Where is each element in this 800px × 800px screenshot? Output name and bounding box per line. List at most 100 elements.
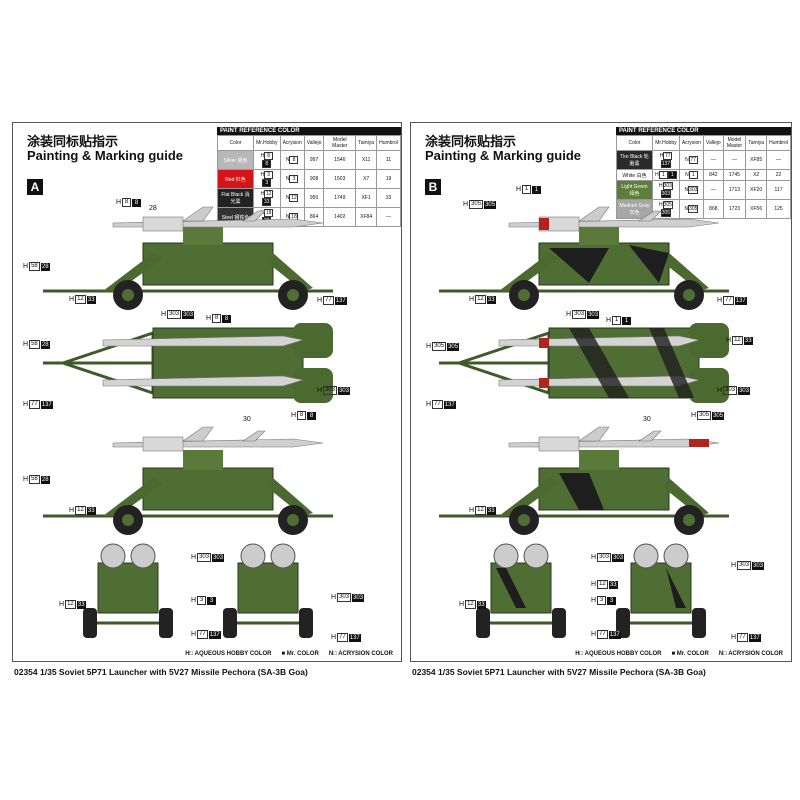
aqueous-code: 77 (197, 630, 208, 639)
mr-color-code: 137 (208, 630, 221, 639)
aqueous-code: 303 (572, 310, 587, 319)
mr-hobby-code: H305305 (652, 199, 680, 219)
aqueous-code: 77 (29, 400, 40, 409)
mr-color-code: 305 (484, 200, 497, 209)
aqueous-code: 77 (432, 400, 443, 409)
mr-color-code: 137 (40, 400, 53, 409)
aqueous-code: 77 (337, 633, 348, 642)
mr-color-code: 1 (532, 185, 542, 194)
mr-color-code: 137 (443, 400, 456, 409)
scheme-badge: A (27, 179, 43, 195)
aqueous-code: 12 (597, 580, 608, 589)
painting-guide-b: 涂装同标贴指示 Painting & Marking guide B PAINT… (410, 122, 792, 662)
humbrol-code: — (376, 207, 401, 227)
aqueous-code: 303 (323, 386, 338, 395)
aqueous-code: 77 (723, 296, 734, 305)
part-number: 30 (643, 416, 651, 423)
mr-color-code: 28 (40, 340, 50, 349)
aqueous-code: 303 (597, 553, 612, 562)
mr-color-code: 137 (734, 296, 747, 305)
mr-color-code: 303 (752, 561, 765, 570)
aqueous-code: 303 (197, 553, 212, 562)
mr-color-code: 305 (712, 411, 725, 420)
mr-color-code: 33 (86, 506, 96, 515)
aqueous-code: 3 (197, 596, 207, 605)
aqueous-code: 303 (737, 561, 752, 570)
aqueous-code: 12 (75, 295, 86, 304)
mr-color-code: 303 (587, 310, 600, 319)
mr-color-code: 303 (352, 593, 365, 602)
aqueous-code: 303 (337, 593, 352, 602)
aqueous-code: 3 (597, 596, 607, 605)
footer-caption: 02354 1/35 Soviet 5P71 Launcher with 5V2… (14, 667, 308, 677)
mr-color-code: 33 (743, 336, 753, 345)
aqueous-code: 8 (297, 411, 307, 420)
aqueous-code: 77 (323, 296, 334, 305)
color-swatch: Light Green 绿色 (616, 180, 653, 200)
mr-color-code: 137 (748, 633, 761, 642)
aqueous-code: 1 (522, 185, 532, 194)
aqueous-code: 12 (65, 600, 76, 609)
aqueous-code: 12 (465, 600, 476, 609)
aqueous-code: 305 (469, 200, 484, 209)
acrysion-code: N305 (678, 199, 705, 219)
aqueous-code: 12 (475, 506, 486, 515)
model-master-code: 1402 (323, 207, 357, 227)
aqueous-code: 12 (732, 336, 743, 345)
table-caption: PAINT REFERENCE COLOR (616, 127, 791, 135)
mr-color-code: 303 (212, 553, 225, 562)
color-swatch: Flat Black 消光黑 (217, 188, 254, 208)
mr-color-code: 28 (40, 475, 50, 484)
painting-guide-a: 涂装同标贴指示 Painting & Marking guide A PAINT… (12, 122, 402, 662)
mr-color-code: 3 (207, 596, 217, 605)
mr-color-code: 33 (486, 295, 496, 304)
color-swatch: Medium Gray 灰色 (616, 199, 653, 219)
aqueous-code: 303 (167, 310, 182, 319)
mr-color-code: 8 (222, 314, 232, 323)
paint-row: Light Green 绿色 H303303 N303 — 1713 XF20 … (616, 180, 791, 200)
color-swatch: Tire Black 轮胎黑 (616, 150, 653, 170)
mr-color-code: 3 (607, 596, 617, 605)
mr-color-code: 8 (307, 411, 317, 420)
aqueous-code: 305 (432, 342, 447, 351)
humbrol-code: 125 (766, 199, 791, 219)
paint-row: Medium Gray 灰色 H305305 N305 868 1723 XF5… (616, 199, 791, 219)
aqueous-code: 8 (212, 314, 222, 323)
mr-color-code: 305 (447, 342, 460, 351)
vehicle-drawings-camo (437, 206, 731, 640)
